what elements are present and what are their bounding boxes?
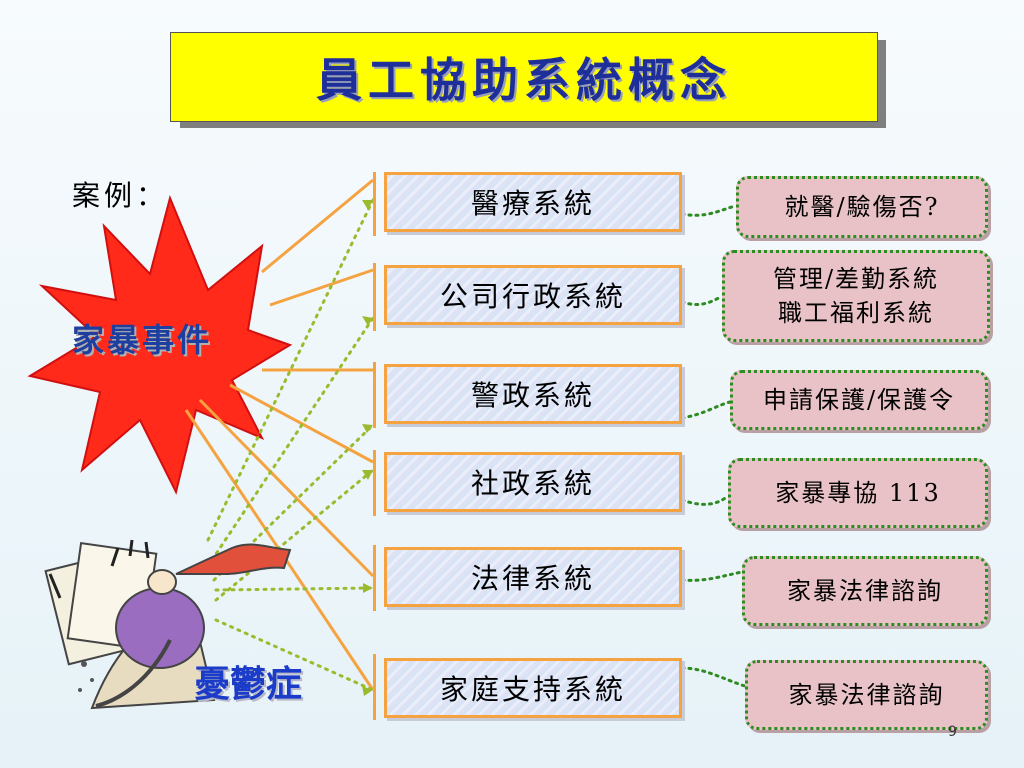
note-police: 申請保護/保護令: [730, 370, 988, 430]
system-bar: [373, 263, 376, 331]
note-line: 職工福利系統: [778, 299, 934, 327]
explosion-burst-icon: [27, 194, 293, 495]
note-admin: 管理/差勤系統 職工福利系統: [722, 250, 990, 342]
distressed-person-clipart: [44, 539, 292, 710]
note-line: 就醫/驗傷否?: [784, 193, 940, 221]
page-title: 員工協助系統概念: [316, 53, 732, 107]
note-family: 家暴法律諮詢: [745, 660, 988, 730]
system-box-legal: 法律系統: [384, 547, 682, 607]
system-bar: [373, 545, 376, 611]
case-label: 案例：: [72, 179, 169, 212]
system-box-family: 家庭支持系統: [384, 658, 682, 718]
note-line: 家暴專協 113: [775, 479, 941, 507]
system-box-admin: 公司行政系統: [384, 265, 682, 325]
note-line: 申請保護/保護令: [762, 386, 956, 414]
system-box-police: 警政系統: [384, 364, 682, 424]
incident-label: 家暴事件: [72, 321, 213, 359]
note-line: 管理/差勤系統: [772, 265, 940, 293]
page-number: 9: [948, 724, 957, 740]
note-line: 家暴法律諮詢: [787, 577, 943, 605]
note-medical: 就醫/驗傷否?: [736, 176, 988, 238]
system-box-social: 社政系統: [384, 452, 682, 512]
title-box: 員工協助系統概念: [170, 32, 878, 122]
system-bar: [373, 450, 376, 516]
note-line: 家暴法律諮詢: [788, 681, 945, 709]
system-box-medical: 醫療系統: [384, 172, 682, 232]
condition-label: 憂鬱症: [194, 663, 303, 705]
system-bar: [373, 172, 376, 236]
note-social: 家暴專協 113: [728, 458, 988, 528]
note-legal: 家暴法律諮詢: [742, 556, 988, 626]
system-bar: [373, 654, 376, 720]
system-bar: [373, 362, 376, 428]
